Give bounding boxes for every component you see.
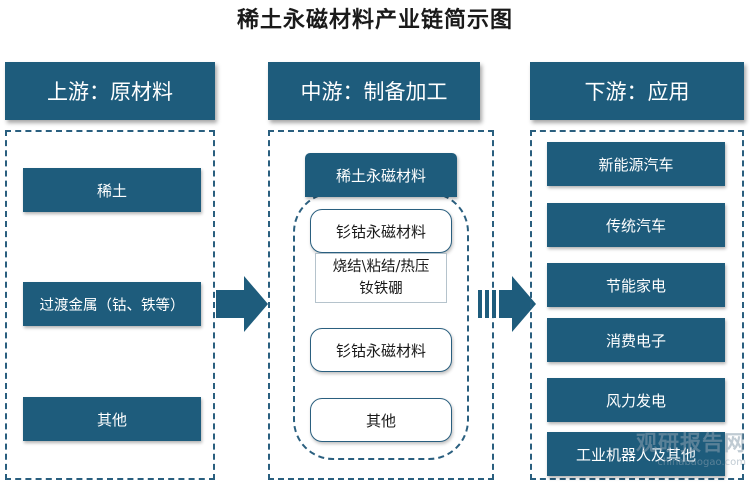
downstream-item-robots-other: 工业机器人及其他: [547, 432, 725, 476]
midstream-item-samarium-cobalt-1: 钐钴永磁材料: [310, 209, 452, 253]
downstream-header: 下游：应用: [530, 62, 744, 120]
downstream-item-wind-power: 风力发电: [547, 378, 725, 422]
right-arrow-icon: [478, 276, 536, 332]
midstream-item-other: 其他: [310, 398, 452, 442]
watermark-text: 观研报告网: [636, 431, 746, 455]
upstream-item-transition-metals: 过渡金属（钴、铁等）: [23, 282, 201, 326]
sub-label-line-2: 钕铁硼: [359, 281, 403, 297]
midstream-item-samarium-cobalt-2: 钐钴永磁材料: [310, 328, 452, 372]
watermark-url: chinabaogao.com: [657, 457, 746, 468]
downstream-box: [530, 130, 744, 480]
diagram-title: 稀土永磁材料产业链简示图: [236, 7, 513, 33]
upstream-item-other: 其他: [23, 397, 201, 441]
upstream-box: [5, 130, 215, 480]
downstream-item-traditional-auto: 传统汽车: [547, 203, 725, 247]
midstream-header: 中游：制备加工: [268, 62, 480, 120]
right-arrow-icon: [216, 276, 268, 332]
downstream-item-appliances: 节能家电: [547, 263, 725, 307]
sub-label-line-1: 烧结\粘结/热压: [332, 259, 430, 275]
midstream-sub-label: 烧结\粘结/热压 钕铁硼: [315, 253, 447, 303]
midstream-group-title: 稀土永磁材料: [305, 153, 457, 197]
downstream-item-consumer-electronics: 消费电子: [547, 318, 725, 362]
upstream-header: 上游：原材料: [5, 62, 215, 120]
watermark: 观研报告网 chinabaogao.com: [612, 430, 746, 482]
upstream-item-rare-earth: 稀土: [23, 168, 201, 212]
downstream-item-nev: 新能源汽车: [547, 142, 725, 186]
